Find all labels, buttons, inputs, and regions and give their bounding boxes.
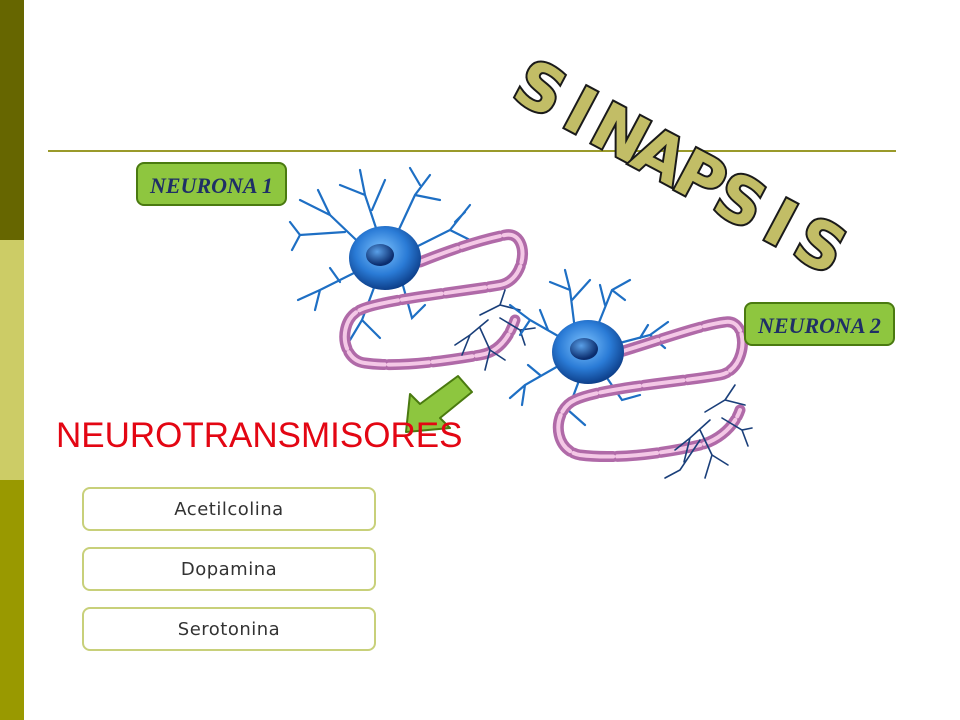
neurotransmitter-dopamina[interactable]: Dopamina — [82, 547, 376, 591]
neuron-2-label: NEURONA 2 — [744, 302, 895, 346]
neurotransmitter-serotonina[interactable]: Serotonina — [82, 607, 376, 651]
left-bar-light — [0, 240, 24, 480]
neurotransmitters-heading: NEUROTRANSMISORES — [56, 416, 463, 455]
down-left-arrow-icon — [405, 375, 473, 433]
left-bar-dark — [0, 0, 24, 240]
neuron-1 — [288, 166, 536, 371]
neurotransmitter-list: Acetilcolina Dopamina Serotonina — [82, 487, 376, 667]
left-accent-bar — [0, 0, 24, 720]
neuron-2 — [508, 268, 753, 479]
neurotransmitter-acetilcolina[interactable]: Acetilcolina — [82, 487, 376, 531]
neuron-1-label: NEURONA 1 — [136, 162, 287, 206]
title-rule — [48, 150, 896, 152]
left-bar-mid — [0, 480, 24, 720]
